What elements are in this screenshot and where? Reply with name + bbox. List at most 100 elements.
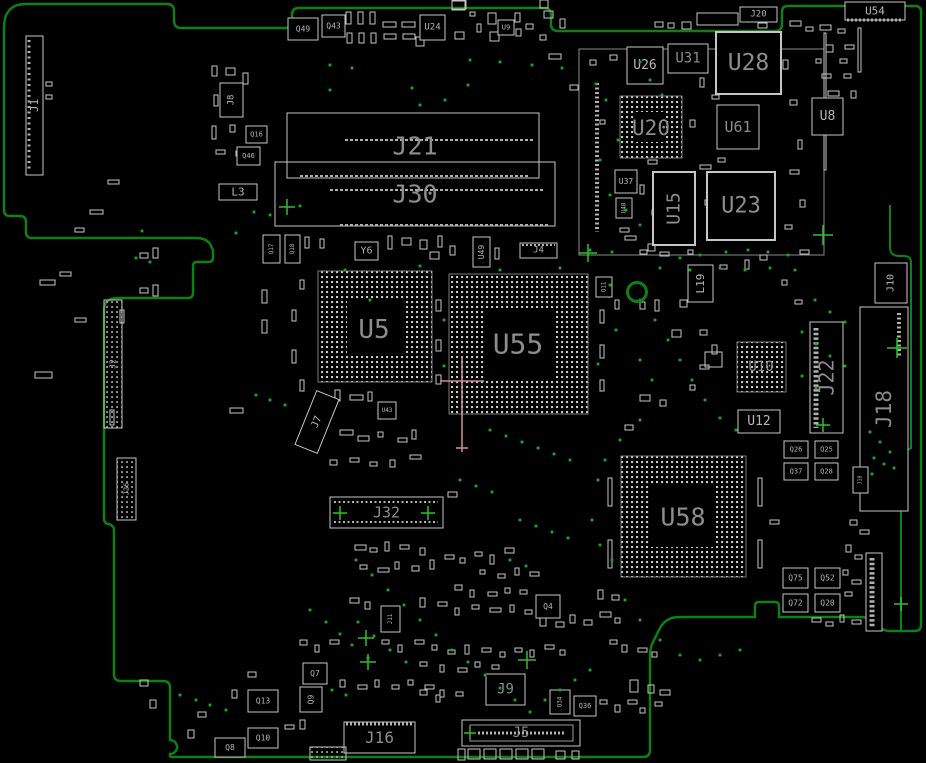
small-part[interactable] bbox=[654, 21, 664, 28]
small-part[interactable] bbox=[757, 22, 768, 29]
small-part[interactable] bbox=[383, 33, 397, 40]
small-part[interactable] bbox=[689, 119, 696, 128]
component-Q36[interactable]: Q36 bbox=[573, 695, 597, 717]
small-part[interactable] bbox=[609, 54, 618, 61]
small-part[interactable] bbox=[391, 684, 400, 690]
small-part[interactable] bbox=[197, 711, 207, 718]
small-part[interactable] bbox=[489, 31, 500, 42]
small-part[interactable] bbox=[419, 547, 426, 556]
small-part[interactable] bbox=[851, 619, 862, 625]
small-part[interactable] bbox=[437, 601, 448, 607]
small-part[interactable] bbox=[759, 254, 768, 261]
component-U5[interactable]: U5 bbox=[317, 270, 433, 383]
small-part[interactable] bbox=[757, 539, 763, 569]
component-Q7[interactable]: Q7 bbox=[302, 662, 328, 685]
component-Q11[interactable]: Q11 bbox=[595, 276, 613, 298]
small-part[interactable] bbox=[514, 567, 520, 576]
component-U58[interactable]: U58 bbox=[620, 455, 747, 578]
part-body[interactable] bbox=[716, 104, 760, 150]
component-U48[interactable]: U48 bbox=[615, 197, 633, 219]
small-part[interactable] bbox=[357, 11, 364, 25]
small-part[interactable] bbox=[215, 149, 226, 155]
small-part[interactable] bbox=[637, 647, 648, 653]
small-part[interactable] bbox=[284, 724, 295, 730]
small-part[interactable] bbox=[789, 20, 802, 27]
small-part[interactable] bbox=[394, 561, 400, 570]
component-Q17[interactable]: Q17 bbox=[262, 234, 281, 264]
small-part[interactable] bbox=[346, 32, 353, 44]
small-part[interactable] bbox=[45, 81, 53, 87]
small-part[interactable] bbox=[794, 299, 803, 305]
component-J5[interactable]: J5 bbox=[461, 719, 581, 747]
small-part[interactable] bbox=[539, 0, 549, 9]
small-part[interactable] bbox=[571, 750, 580, 760]
small-part[interactable] bbox=[583, 619, 593, 626]
small-part[interactable] bbox=[211, 65, 218, 77]
small-part[interactable] bbox=[548, 53, 562, 60]
small-part[interactable] bbox=[370, 32, 377, 44]
small-part[interactable] bbox=[624, 235, 637, 241]
small-part[interactable] bbox=[609, 639, 618, 645]
small-part[interactable] bbox=[717, 157, 726, 163]
component-J21[interactable]: J21 bbox=[286, 112, 540, 179]
small-part[interactable] bbox=[354, 544, 367, 551]
small-part[interactable] bbox=[569, 614, 576, 624]
component-U12[interactable]: U12 bbox=[737, 409, 781, 434]
small-part[interactable] bbox=[504, 587, 511, 594]
small-part[interactable] bbox=[687, 249, 694, 255]
part-body[interactable] bbox=[299, 686, 323, 713]
small-part[interactable] bbox=[789, 169, 800, 175]
small-part[interactable] bbox=[89, 209, 104, 215]
small-part[interactable] bbox=[213, 94, 219, 107]
component-U43[interactable]: U43 bbox=[377, 401, 397, 420]
small-part[interactable] bbox=[524, 609, 533, 615]
part-body[interactable] bbox=[811, 97, 844, 136]
component-J9[interactable]: J9 bbox=[485, 673, 526, 706]
small-part[interactable] bbox=[187, 729, 195, 739]
part-body[interactable] bbox=[472, 236, 491, 268]
component-J11[interactable]: J11 bbox=[380, 605, 401, 633]
small-part[interactable] bbox=[494, 247, 500, 260]
slot-body[interactable] bbox=[286, 112, 540, 179]
small-part[interactable] bbox=[299, 379, 305, 392]
small-part[interactable] bbox=[499, 748, 513, 760]
small-part[interactable] bbox=[444, 554, 455, 560]
part-body[interactable] bbox=[814, 440, 839, 459]
part-body[interactable] bbox=[343, 721, 416, 754]
small-part[interactable] bbox=[689, 384, 696, 391]
small-part[interactable] bbox=[225, 67, 236, 76]
small-part[interactable] bbox=[387, 235, 393, 250]
component-U10[interactable]: U10 bbox=[736, 341, 787, 393]
small-part[interactable] bbox=[435, 374, 442, 385]
small-part[interactable] bbox=[74, 317, 87, 323]
part-body[interactable] bbox=[236, 146, 261, 166]
small-part[interactable] bbox=[514, 647, 523, 653]
part-body[interactable] bbox=[615, 197, 633, 219]
part-body[interactable] bbox=[461, 719, 581, 747]
small-part[interactable] bbox=[597, 589, 604, 600]
small-part[interactable] bbox=[559, 18, 566, 29]
part-body[interactable] bbox=[247, 689, 279, 713]
small-part[interactable] bbox=[487, 12, 497, 25]
small-part[interactable] bbox=[639, 301, 646, 310]
small-part[interactable] bbox=[455, 691, 464, 697]
small-part[interactable] bbox=[651, 651, 658, 658]
small-part[interactable] bbox=[815, 58, 822, 64]
part-body[interactable] bbox=[103, 299, 123, 429]
small-part[interactable] bbox=[397, 437, 408, 443]
small-part[interactable] bbox=[419, 689, 428, 696]
small-part[interactable] bbox=[419, 239, 428, 250]
small-part[interactable] bbox=[599, 699, 608, 705]
part-body[interactable] bbox=[419, 14, 446, 41]
small-part[interactable] bbox=[781, 279, 788, 286]
small-part[interactable] bbox=[107, 179, 120, 185]
small-part[interactable] bbox=[639, 184, 645, 195]
small-part[interactable] bbox=[782, 59, 789, 70]
small-part[interactable] bbox=[152, 247, 159, 259]
part-body[interactable] bbox=[852, 466, 869, 494]
small-part[interactable] bbox=[491, 664, 500, 670]
small-part[interactable] bbox=[299, 639, 308, 646]
component-U28[interactable]: U28 bbox=[715, 31, 782, 95]
small-part[interactable] bbox=[827, 90, 840, 97]
part-body[interactable] bbox=[535, 594, 561, 619]
